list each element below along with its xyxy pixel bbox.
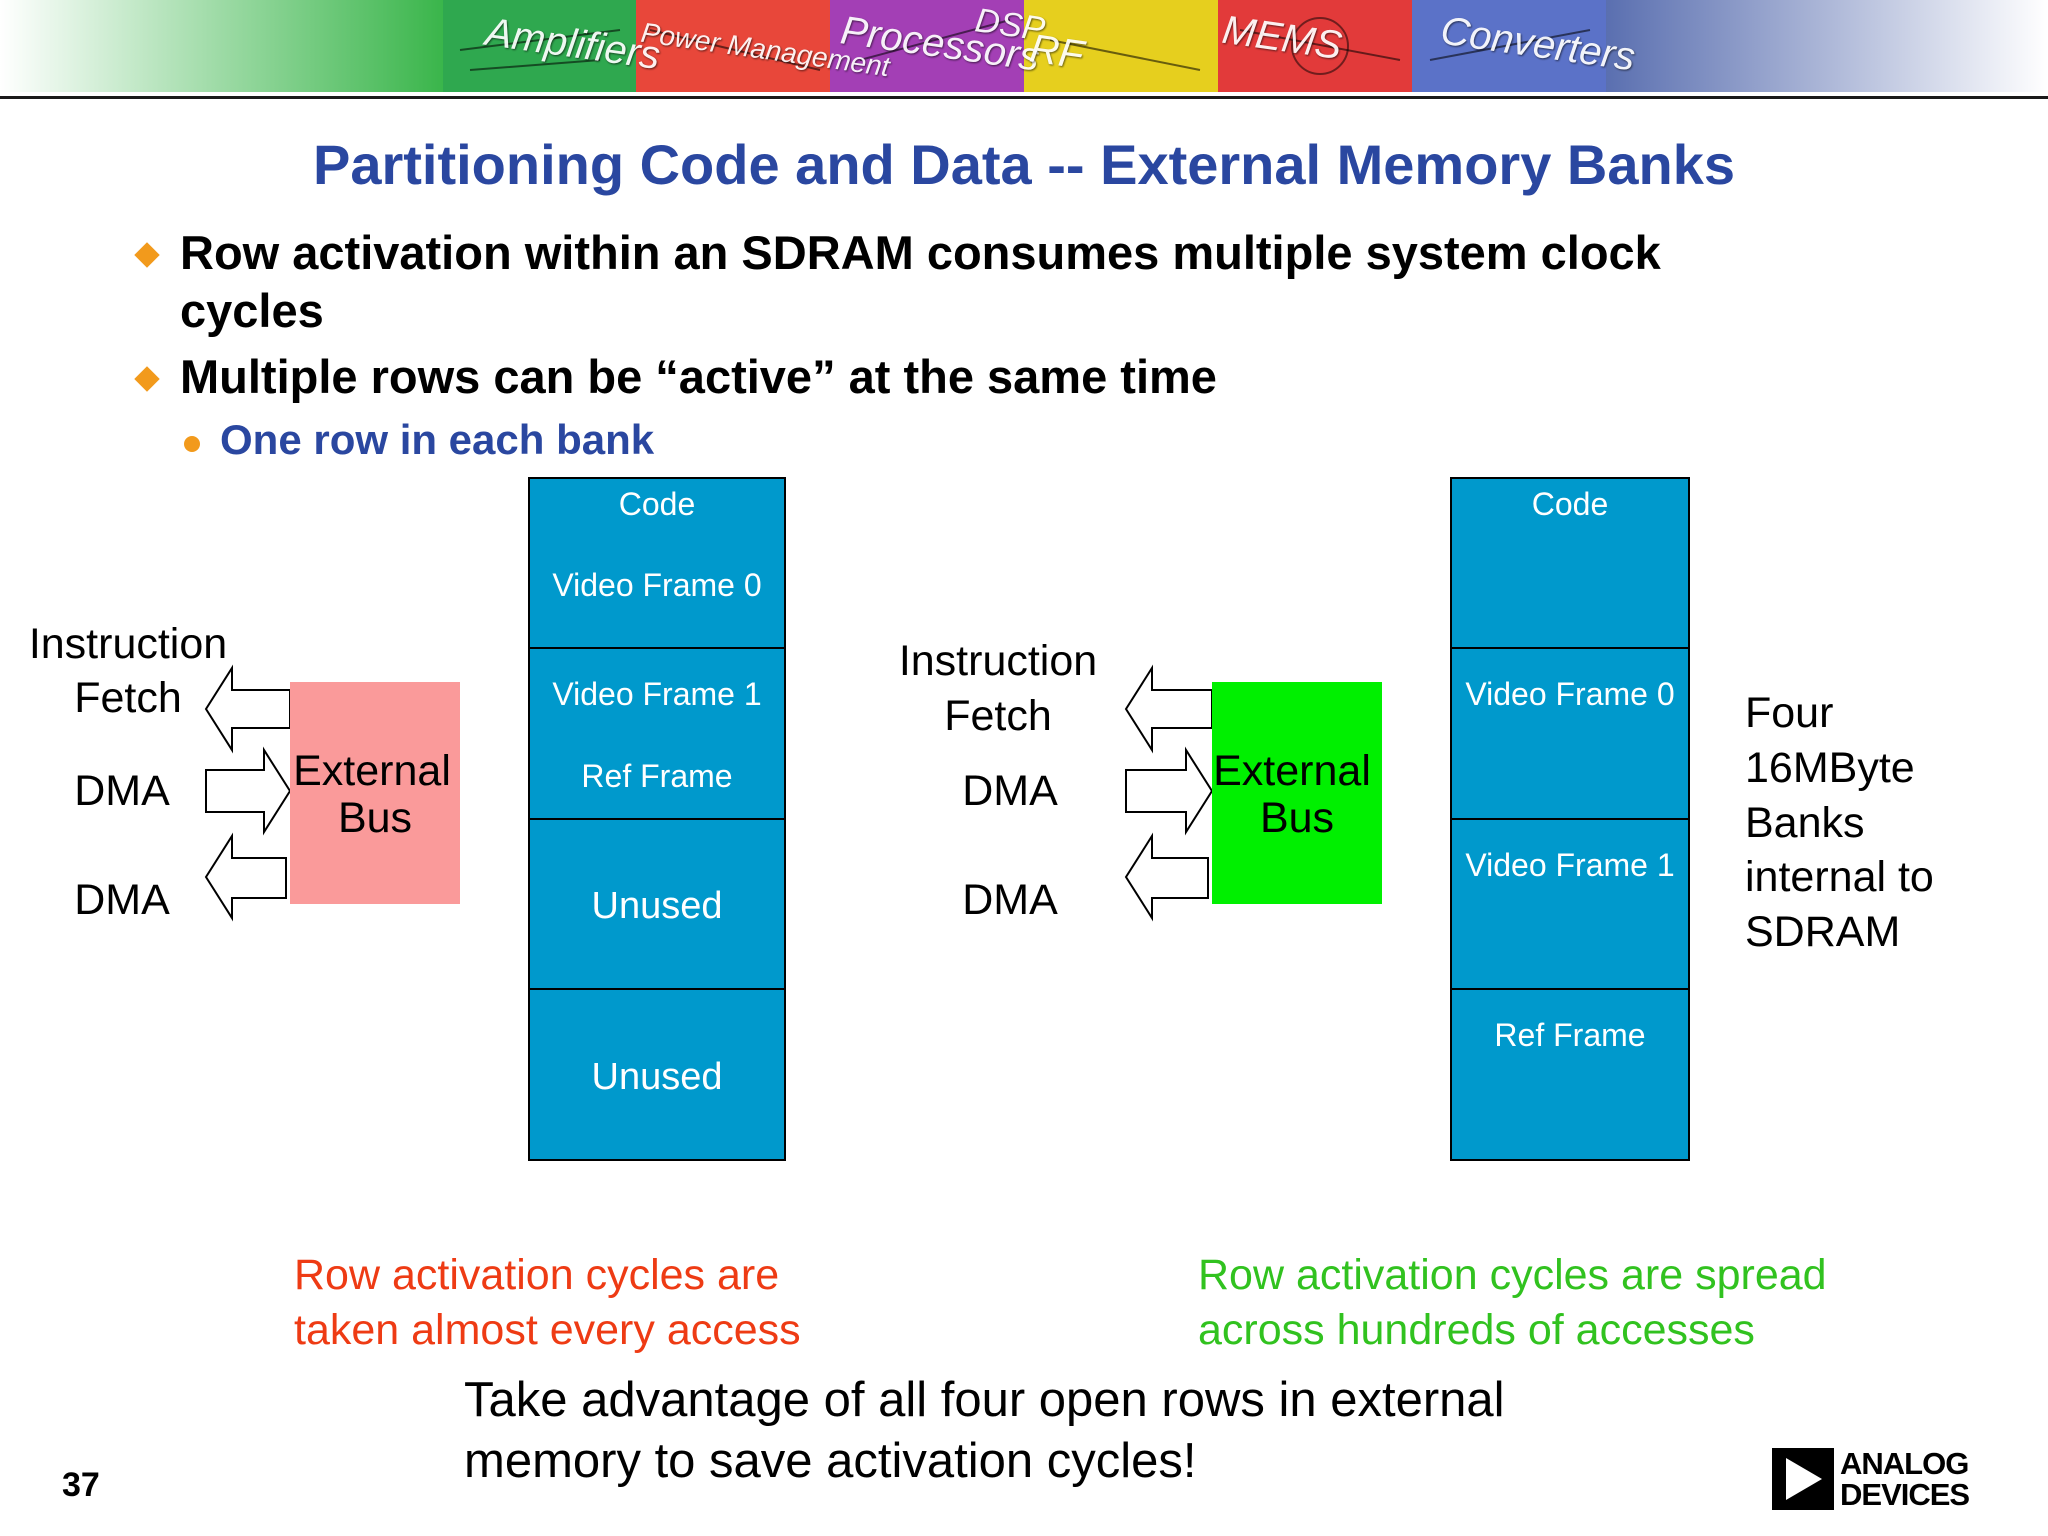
left-bus-line2: Bus [338,794,412,842]
side-note-line5: SDRAM [1745,908,1900,956]
left-note-line2: taken almost every access [294,1306,801,1354]
logo-triangle-icon [1772,1448,1834,1510]
right-note-line1: Row activation cycles are spread [1198,1251,1827,1299]
bullet-2: Multiple rows can be “active” at the sam… [180,348,1217,406]
right-external-bus [1212,682,1382,904]
takeaway-line2: memory to save activation cycles! [464,1434,1197,1488]
right-label-dma-2: DMA [962,876,1058,924]
right-diagram: Instruction Fetch DMA DMA External Bus C… [899,477,1934,1161]
takeaway: Take advantage of all four open rows in … [464,1370,1505,1492]
left-bank-1-line1: Code [619,486,696,522]
header-banner [0,0,2048,92]
left-bus-line1: External [293,747,451,795]
bullet-1: Row activation within an SDRAM consumes … [180,224,1661,340]
right-note-line2: across hundreds of accesses [1198,1306,1755,1354]
side-note-line4: internal to [1745,853,1934,901]
left-arrow-dma-out-icon [204,832,287,922]
right-bank-3-line1: Video Frame 1 [1465,847,1674,883]
left-label-dma-1: DMA [74,767,170,815]
left-note-line1: Row activation cycles are [294,1251,780,1299]
slide-title: Partitioning Code and Data -- External M… [312,133,1736,196]
sub-bullet-dot-icon [184,436,200,452]
right-label-dma-1: DMA [962,767,1058,815]
left-arrow-dma-in-icon [205,746,292,836]
side-note-line2: 16MByte [1745,744,1915,792]
page-number: 37 [62,1466,100,1504]
header-rule [0,96,2048,99]
left-label-fetch: Fetch [74,674,182,722]
right-bank-4-line1: Ref Frame [1494,1017,1645,1053]
right-bank-1-line1: Code [1532,486,1609,522]
left-diagram: Instruction Fetch DMA DMA External Bus C… [29,477,786,1161]
right-label-fetch: Fetch [944,692,1052,740]
right-label-instruction: Instruction [899,637,1097,685]
left-bank-4-line1: Unused [592,1056,723,1098]
left-bank-1-line2: Video Frame 0 [552,567,761,603]
left-bank-2-line2: Ref Frame [581,758,732,794]
left-label-dma-2: DMA [74,876,170,924]
left-arrow-fetch-icon [204,664,291,754]
side-note-line1: Four [1745,689,1833,737]
right-arrow-dma-out-icon [1124,832,1209,922]
logo-text: ANALOG DEVICES [1840,1446,1970,1512]
left-label-instruction: Instruction [29,620,227,668]
right-bank-2-line1: Video Frame 0 [1465,676,1674,712]
side-note-line3: Banks [1745,799,1865,847]
right-arrow-dma-in-icon [1125,746,1214,836]
right-arrow-fetch-icon [1124,664,1213,754]
bullet-2-line1: Multiple rows can be “active” at the sam… [180,350,1217,403]
logo-line2: DEVICES [1840,1477,1970,1512]
right-bus-line1: External [1213,747,1371,795]
left-bank-2-line1: Video Frame 1 [552,676,761,712]
sub-bullet: One row in each bank [220,416,655,463]
analog-devices-logo: ANALOG DEVICES [1772,1448,1988,1512]
right-bus-line2: Bus [1260,794,1334,842]
bullet-1-line2: cycles [180,284,324,337]
right-note: Row activation cycles are spread across … [1198,1248,1827,1358]
takeaway-line1: Take advantage of all four open rows in … [464,1373,1505,1427]
left-bank-3-line1: Unused [592,885,723,927]
left-note: Row activation cycles are taken almost e… [294,1248,801,1358]
bullet-1-line1: Row activation within an SDRAM consumes … [180,226,1661,279]
left-external-bus [290,682,460,904]
logo-line1: ANALOG [1840,1446,1969,1481]
